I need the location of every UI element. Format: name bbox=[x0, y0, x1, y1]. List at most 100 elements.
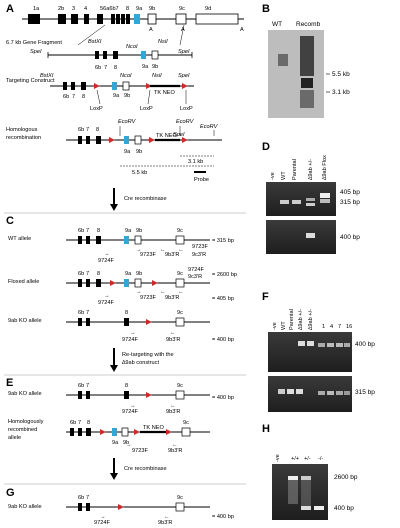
panel-letter-h: H bbox=[262, 423, 270, 435]
svg-text:Targeting Construct: Targeting Construct bbox=[6, 78, 55, 84]
gel-f-lanes: -ve WT Parental ∆9ab +/- ∆9ab +/- 1 4 7 … bbox=[272, 309, 352, 330]
svg-text:EcoRV: EcoRV bbox=[176, 119, 195, 125]
svg-text:9724F: 9724F bbox=[188, 267, 204, 273]
svg-text:SpeI: SpeI bbox=[178, 49, 190, 55]
gel-h: -ve +/+ +/- -/- 2600 bp 400 bp bbox=[272, 454, 358, 520]
svg-text:BstXI: BstXI bbox=[40, 73, 54, 79]
svg-text:WT: WT bbox=[272, 21, 282, 28]
svg-text:BstXI: BstXI bbox=[88, 39, 102, 45]
svg-text:←: ← bbox=[178, 247, 184, 253]
svg-text:6b: 6b bbox=[78, 495, 84, 501]
svg-text:9b3'R: 9b3'R bbox=[166, 337, 180, 343]
svg-text:9724F: 9724F bbox=[94, 520, 110, 526]
svg-text:= 400 bp: = 400 bp bbox=[212, 514, 234, 520]
svg-text:Probe: Probe bbox=[194, 177, 209, 183]
svg-text:SpeI: SpeI bbox=[178, 73, 190, 79]
gel-b: WT Recomb 5.5 kb 3.1 kb bbox=[268, 21, 350, 118]
svg-text:←: ← bbox=[160, 247, 166, 253]
svg-text:←: ← bbox=[170, 403, 176, 409]
svg-text:8: 8 bbox=[125, 383, 128, 389]
svg-text:8: 8 bbox=[125, 310, 128, 316]
svg-text:9c3'R: 9c3'R bbox=[188, 274, 202, 280]
panel-letter-b: B bbox=[262, 3, 270, 15]
svg-text:Floxed allele: Floxed allele bbox=[8, 279, 39, 285]
svg-text:5.5 kb: 5.5 kb bbox=[132, 170, 147, 176]
svg-text:315 bp: 315 bp bbox=[355, 389, 375, 396]
svg-text:9723F: 9723F bbox=[140, 295, 156, 301]
svg-text:9ab KO allele: 9ab KO allele bbox=[8, 391, 42, 397]
gel-f: -ve WT Parental ∆9ab +/- ∆9ab +/- 1 4 7 … bbox=[268, 309, 375, 412]
svg-text:8: 8 bbox=[114, 65, 117, 71]
svg-text:→: → bbox=[130, 330, 136, 336]
svg-text:9b: 9b bbox=[149, 6, 155, 12]
svg-text:400 bp: 400 bp bbox=[340, 234, 360, 241]
svg-text:Cre recombinase: Cre recombinase bbox=[124, 466, 167, 472]
svg-text:→: → bbox=[126, 442, 132, 448]
svg-text:8: 8 bbox=[82, 94, 85, 100]
gene-fragment: 6.7 kb Gene Fragment SpeI BstXI NcoI Nsi… bbox=[6, 39, 193, 71]
svg-text:←: ← bbox=[164, 514, 170, 520]
svg-text:NsiI: NsiI bbox=[152, 73, 162, 79]
svg-text:TK NEO: TK NEO bbox=[143, 425, 164, 431]
svg-text:∆9ab +/-: ∆9ab +/- bbox=[308, 309, 314, 330]
svg-text:7: 7 bbox=[86, 271, 89, 277]
svg-text:TK NEO: TK NEO bbox=[154, 90, 175, 96]
svg-text:6b: 6b bbox=[78, 271, 84, 277]
svg-text:Re-targeting with the: Re-targeting with the bbox=[122, 352, 174, 358]
svg-text:6b: 6b bbox=[70, 420, 76, 426]
svg-text:9b3'R: 9b3'R bbox=[166, 409, 180, 415]
targeting-construct: Targeting Construct BstXI NcoI NsiI SpeI… bbox=[6, 73, 194, 112]
svg-text:7: 7 bbox=[86, 310, 89, 316]
svg-text:WT: WT bbox=[281, 321, 287, 330]
svg-text:←: ← bbox=[170, 330, 176, 336]
svg-text:= 2600 bp: = 2600 bp bbox=[212, 272, 237, 278]
svg-text:-ve: -ve bbox=[272, 322, 278, 330]
svg-text:→: → bbox=[104, 293, 110, 299]
svg-text:EcoRV: EcoRV bbox=[118, 119, 137, 125]
svg-text:400 bp: 400 bp bbox=[355, 341, 375, 348]
svg-text:6.7 kb Gene Fragment: 6.7 kb Gene Fragment bbox=[6, 40, 62, 46]
svg-text:7: 7 bbox=[104, 65, 107, 71]
svg-text:-ve: -ve bbox=[275, 454, 281, 462]
svg-text:9a: 9a bbox=[112, 440, 119, 446]
svg-text:16: 16 bbox=[346, 324, 352, 330]
svg-text:7: 7 bbox=[86, 127, 89, 133]
svg-text:315 bp: 315 bp bbox=[340, 199, 360, 206]
svg-text:= 400 bp: = 400 bp bbox=[212, 337, 234, 343]
svg-text:EcoRV: EcoRV bbox=[200, 124, 219, 130]
svg-text:9b3'R: 9b3'R bbox=[165, 252, 179, 258]
svg-text:9a: 9a bbox=[124, 149, 131, 155]
svg-text:recombination: recombination bbox=[6, 135, 41, 141]
svg-text:WT allele: WT allele bbox=[8, 236, 31, 242]
svg-text:9724F: 9724F bbox=[122, 337, 138, 343]
svg-text:9b: 9b bbox=[136, 149, 142, 155]
svg-text:∆9ab +/-: ∆9ab +/- bbox=[298, 309, 304, 330]
svg-text:9b3'R: 9b3'R bbox=[168, 448, 182, 454]
svg-text:6b: 6b bbox=[78, 127, 84, 133]
svg-text:→: → bbox=[136, 289, 142, 295]
svg-text:Parental: Parental bbox=[292, 159, 298, 180]
svg-text:+/-: +/- bbox=[304, 456, 311, 462]
exon-labels-a: 1a 2b 3 4 56a6b7 8 9a 9b 9c 9d A A A bbox=[33, 6, 244, 33]
svg-text:= 405 bp: = 405 bp bbox=[212, 296, 234, 302]
svg-text:8: 8 bbox=[96, 127, 99, 133]
svg-text:NcoI: NcoI bbox=[126, 44, 138, 50]
svg-text:WT: WT bbox=[281, 171, 287, 180]
svg-text:A: A bbox=[240, 27, 244, 33]
svg-text:Homologously: Homologously bbox=[8, 419, 44, 425]
svg-text:9d: 9d bbox=[205, 6, 211, 12]
svg-text:400 bp: 400 bp bbox=[334, 505, 354, 512]
svg-text:1a: 1a bbox=[33, 6, 40, 12]
svg-text:4: 4 bbox=[84, 6, 87, 12]
svg-text:9b3'R: 9b3'R bbox=[165, 295, 179, 301]
svg-text:→: → bbox=[130, 403, 136, 409]
svg-text:9c: 9c bbox=[177, 383, 183, 389]
svg-text:LoxP: LoxP bbox=[180, 106, 193, 112]
svg-text:= 315 bp: = 315 bp bbox=[212, 238, 234, 244]
svg-text:9723F: 9723F bbox=[140, 252, 156, 258]
svg-text:→: → bbox=[100, 514, 106, 520]
